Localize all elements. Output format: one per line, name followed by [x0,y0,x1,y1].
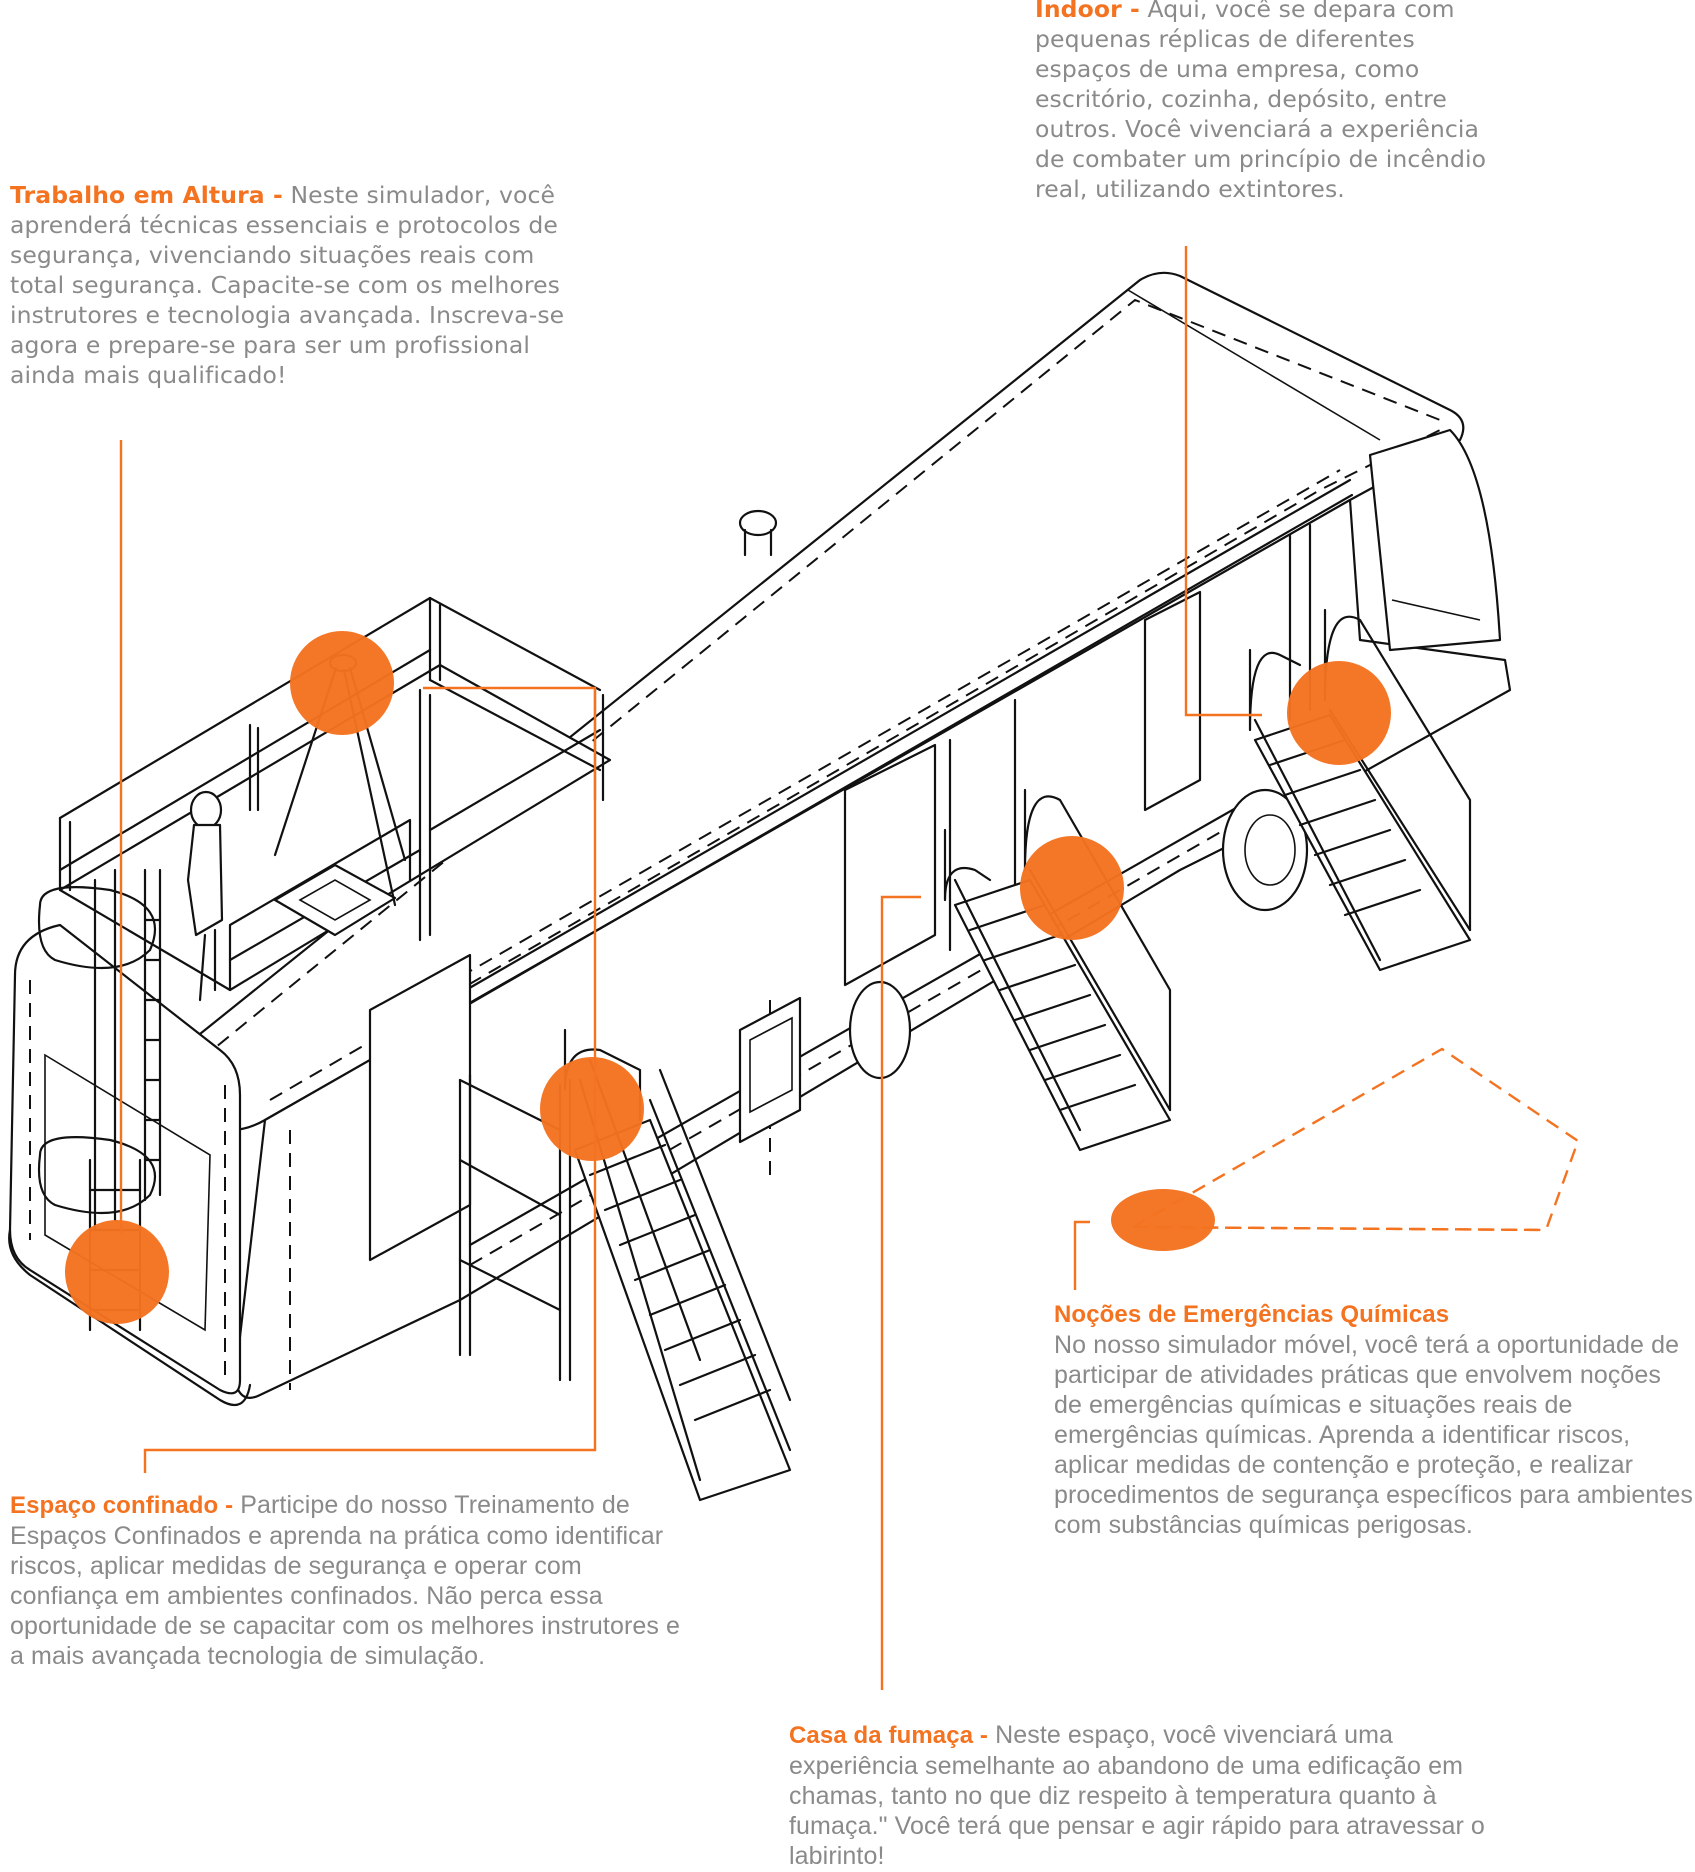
callout-casa-fumaca: Casa da fumaça - Neste espaço, você vive… [789,1720,1489,1871]
leader-lines [119,246,1580,1690]
leader-espaco-confinado [143,686,597,1473]
callout-text: No nosso simulador móvel, você terá a op… [1054,1331,1694,1539]
bus-body [8,271,1512,1407]
leader-indoor [1184,246,1262,717]
marker-casa-fumaca[interactable] [540,1057,644,1161]
leader-emergencias-quimicas [1073,1220,1090,1290]
marker-indoor-front[interactable] [1287,661,1391,765]
callout-text: Neste espaço, você vivenciará uma experi… [789,1721,1485,1870]
callout-trabalho-altura: Trabalho em Altura - Neste simulador, vo… [10,180,570,390]
callout-title: Indoor - [1035,0,1140,23]
marker-indoor-main[interactable] [1020,836,1124,940]
callout-espaco-confinado: Espaço confinado - Participe do nosso Tr… [10,1490,690,1671]
marker-trabalho-altura[interactable] [290,631,394,735]
callout-title: Espaço confinado - [10,1492,234,1519]
markers [65,631,1391,1324]
callout-title: Trabalho em Altura - [10,181,283,209]
callout-text: Participe do nosso Treinamento de Espaço… [10,1491,681,1670]
callout-title: Noções de Emergências Químicas [1054,1301,1450,1328]
marker-emergencias-quimicas[interactable] [1111,1189,1215,1251]
leader-casa-fumaca [880,895,921,1690]
projection-outline [1128,1047,1580,1232]
callout-text: Aqui, você se depara com pequenas réplic… [1035,0,1487,203]
callout-text: Neste simulador, você aprenderá técnicas… [10,181,565,389]
marker-espaco-confinado[interactable] [65,1220,169,1324]
callout-indoor: Indoor - Aqui, você se depara com pequen… [1035,0,1505,204]
callout-emergencias-quimicas: Noções de Emergências Químicas No nosso … [1054,1300,1694,1540]
roof-platform [37,596,612,1332]
callout-title: Casa da fumaça - [789,1722,989,1749]
